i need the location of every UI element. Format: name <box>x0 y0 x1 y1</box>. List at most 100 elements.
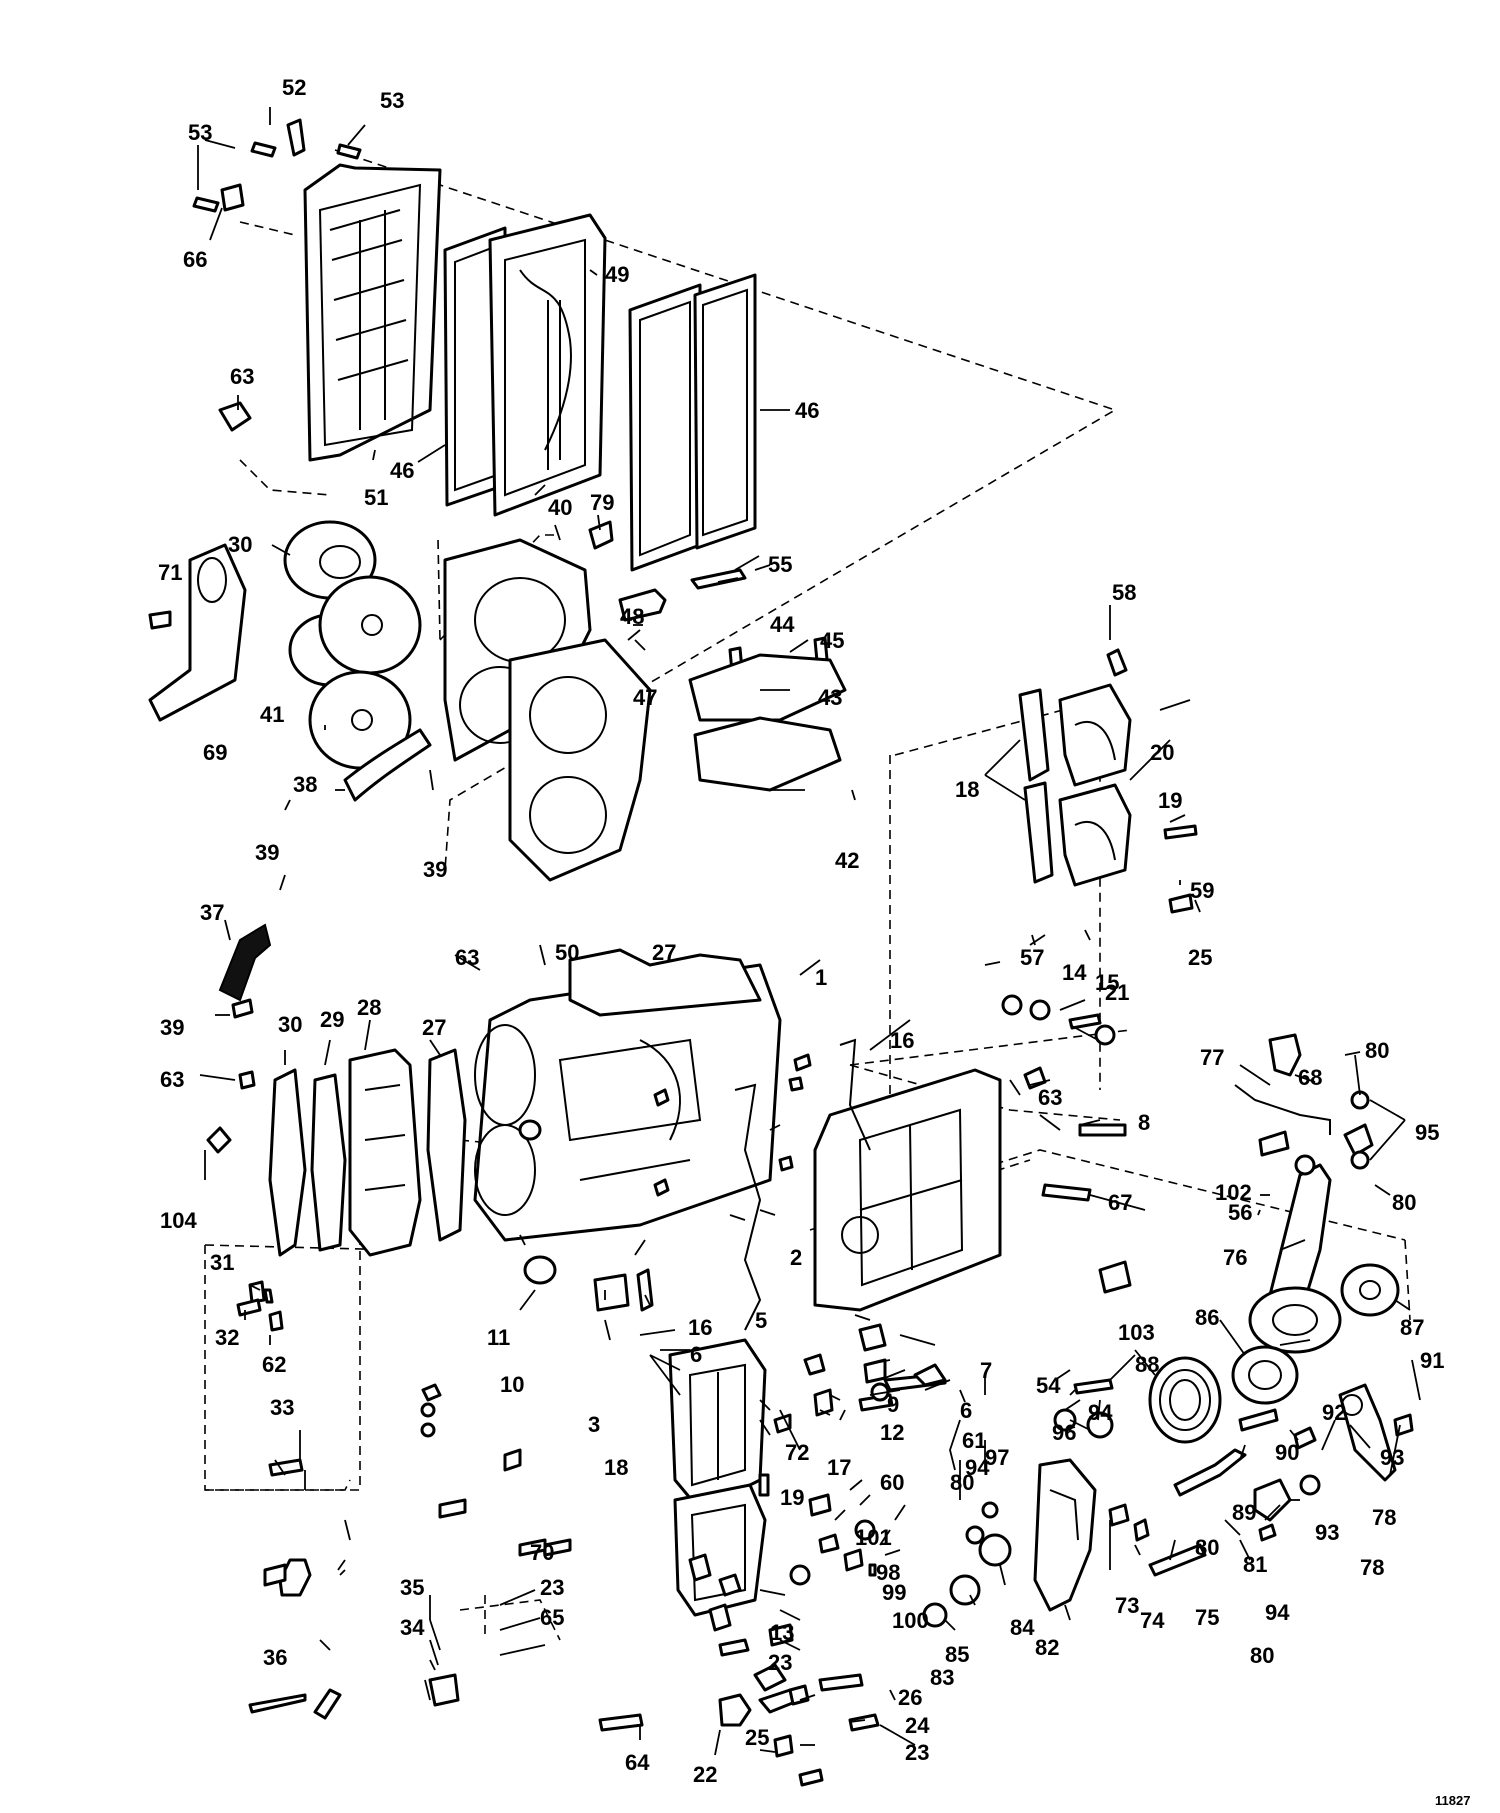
callout-39-left: 39 <box>255 840 279 865</box>
callout-46-left: 46 <box>390 458 414 483</box>
callout-58: 58 <box>1112 580 1136 605</box>
reference-number: 11827 <box>1435 1793 1470 1808</box>
callout-88: 88 <box>1135 1352 1159 1377</box>
callout-80-right: 80 <box>1195 1535 1219 1560</box>
callout-50: 50 <box>555 940 579 965</box>
callout-62: 62 <box>262 1352 286 1377</box>
callout-51: 51 <box>364 485 388 510</box>
callout-21: 21 <box>1105 980 1129 1005</box>
callout-23-mid: 23 <box>768 1650 792 1675</box>
callout-67: 67 <box>1108 1190 1132 1215</box>
part-38-hose <box>343 728 432 802</box>
callout-22: 22 <box>693 1762 717 1787</box>
part-76-throttle-arm <box>1248 1163 1342 1354</box>
callout-14: 14 <box>1062 960 1087 985</box>
leader-lines <box>197 107 1421 1756</box>
callout-68: 68 <box>1298 1065 1322 1090</box>
callout-100: 100 <box>892 1608 929 1633</box>
callout-56: 56 <box>1228 1200 1252 1225</box>
callout-103: 103 <box>1118 1320 1155 1345</box>
part-51-cover-plate <box>303 163 442 462</box>
callout-10: 10 <box>500 1372 524 1397</box>
callout-37: 37 <box>200 900 224 925</box>
callout-94-mid: 94 <box>965 1455 990 1480</box>
part-68-connector <box>1268 1033 1374 1157</box>
callout-59: 59 <box>1190 878 1214 903</box>
callout-34: 34 <box>400 1615 425 1640</box>
callout-24: 24 <box>905 1713 930 1738</box>
callout-99: 99 <box>882 1580 906 1605</box>
callout-80-top: 80 <box>1365 1038 1389 1063</box>
callout-80-low: 80 <box>950 1470 974 1495</box>
callout-40: 40 <box>548 495 572 520</box>
callout-54: 54 <box>1036 1373 1061 1398</box>
callout-labels: 52 53 53 66 49 46 46 51 63 30 40 79 71 5… <box>158 75 1470 1808</box>
callout-78-b: 78 <box>1360 1555 1384 1580</box>
part-41-cover-plate <box>308 575 422 770</box>
part-78-lever <box>1338 1383 1397 1482</box>
callout-86: 86 <box>1195 1305 1219 1330</box>
part-82-cam <box>1033 1458 1097 1612</box>
callout-44: 44 <box>770 612 795 637</box>
callout-76: 76 <box>1223 1245 1247 1270</box>
callout-26: 26 <box>898 1685 922 1710</box>
callout-73: 73 <box>1115 1593 1139 1618</box>
callout-5: 5 <box>755 1308 767 1333</box>
callout-71: 71 <box>158 560 182 585</box>
callout-18-top: 18 <box>955 777 979 802</box>
callout-25-low: 25 <box>745 1725 769 1750</box>
part-30-left-cover <box>268 1068 307 1257</box>
part-87-washer <box>1340 1263 1400 1317</box>
callout-43: 43 <box>818 685 842 710</box>
callout-81: 81 <box>1243 1552 1267 1577</box>
callout-80-mid: 80 <box>1392 1190 1416 1215</box>
part-19-intake-adaptor <box>668 1338 767 1617</box>
callout-65: 65 <box>540 1605 564 1630</box>
callout-30-top: 30 <box>228 532 252 557</box>
callout-63-center: 63 <box>455 945 479 970</box>
callout-49: 49 <box>605 262 629 287</box>
callout-28: 28 <box>357 995 381 1020</box>
callout-63-left: 63 <box>160 1067 184 1092</box>
callout-20: 20 <box>1150 740 1174 765</box>
callout-79: 79 <box>590 490 614 515</box>
callout-75: 75 <box>1195 1605 1219 1630</box>
callout-98: 98 <box>876 1560 900 1585</box>
callout-12: 12 <box>880 1420 904 1445</box>
callout-64: 64 <box>625 1750 650 1775</box>
callout-77: 77 <box>1200 1045 1224 1070</box>
callout-83: 83 <box>930 1665 954 1690</box>
callout-30-left: 30 <box>278 1012 302 1037</box>
callout-60: 60 <box>880 1470 904 1495</box>
part-crankcase-half <box>813 1068 1002 1312</box>
callout-63-top: 63 <box>230 364 254 389</box>
callout-93-lbl: 93 <box>1380 1445 1404 1470</box>
callout-7: 7 <box>980 1358 992 1383</box>
callout-87: 87 <box>1400 1315 1424 1340</box>
callout-96: 96 <box>1052 1420 1076 1445</box>
callout-90: 90 <box>1275 1440 1299 1465</box>
callout-42: 42 <box>835 848 859 873</box>
callout-69: 69 <box>203 740 227 765</box>
callout-25-top: 25 <box>1188 945 1212 970</box>
part-86-bushing <box>1231 1345 1299 1405</box>
callout-57: 57 <box>1020 945 1044 970</box>
callout-33: 33 <box>270 1395 294 1420</box>
callout-29: 29 <box>320 1007 344 1032</box>
callout-97: 97 <box>985 1445 1009 1470</box>
callout-16-low: 16 <box>688 1315 712 1340</box>
part-cylinder-block <box>473 948 782 1242</box>
part-88-spring <box>1148 1356 1222 1444</box>
part-19-reed-valve <box>1058 783 1132 887</box>
callout-23-left: 23 <box>540 1575 564 1600</box>
callout-27-center: 27 <box>652 940 676 965</box>
callout-9: 9 <box>887 1392 899 1417</box>
callout-89: 89 <box>1232 1500 1256 1525</box>
callout-92: 92 <box>1322 1400 1346 1425</box>
part-49-exhaust-cover <box>488 213 607 517</box>
callout-39-low: 39 <box>160 1015 184 1040</box>
callout-19-top: 19 <box>1158 788 1182 813</box>
callout-45: 45 <box>820 628 844 653</box>
callout-32: 32 <box>215 1325 239 1350</box>
callout-74: 74 <box>1140 1608 1165 1633</box>
